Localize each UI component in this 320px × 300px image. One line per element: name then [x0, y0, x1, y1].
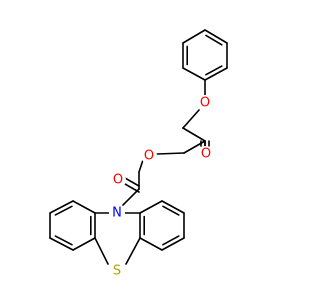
molecule-structure: O O O O N S — [49, 29, 228, 279]
atom-o-ether: O — [197, 95, 213, 111]
bond — [72, 200, 96, 214]
bond — [54, 235, 73, 246]
bond — [156, 152, 185, 155]
bond — [54, 205, 73, 216]
atom-layer: O O O O N S — [109, 95, 214, 279]
bond — [205, 65, 223, 76]
bond — [182, 127, 206, 142]
bond — [161, 237, 185, 251]
atom-o-ester-label: O — [144, 149, 154, 164]
atom-o-carbonyl-amide-label: O — [113, 173, 123, 188]
bond — [138, 159, 144, 173]
bond — [205, 34, 223, 46]
bond — [94, 237, 109, 265]
bond — [125, 237, 141, 265]
bond — [49, 200, 74, 214]
bond — [139, 200, 163, 214]
atom-sulfur: S — [109, 263, 125, 279]
atom-sulfur-label: S — [113, 264, 121, 279]
bond — [182, 109, 200, 129]
bond — [124, 177, 140, 187]
atom-o-carbonyl-amide: O — [110, 172, 126, 188]
bond-layer — [49, 29, 228, 265]
bond — [182, 29, 206, 44]
bond — [162, 235, 180, 246]
bond — [182, 67, 206, 81]
bond — [122, 188, 140, 206]
bond — [183, 140, 206, 154]
atom-o-carbonyl-ester-label: O — [201, 147, 211, 162]
atom-o-carbonyl-ester: O — [198, 146, 214, 162]
bond — [204, 67, 228, 81]
atom-nitrogen-label: N — [112, 206, 122, 221]
atom-o-ester: O — [141, 148, 157, 164]
bond — [72, 237, 96, 251]
bond — [139, 237, 163, 251]
bond — [204, 29, 228, 44]
bond — [49, 237, 74, 251]
atom-o-ether-label: O — [200, 96, 210, 111]
bond — [162, 205, 180, 216]
atom-nitrogen: N — [109, 205, 125, 221]
bond — [161, 200, 185, 214]
